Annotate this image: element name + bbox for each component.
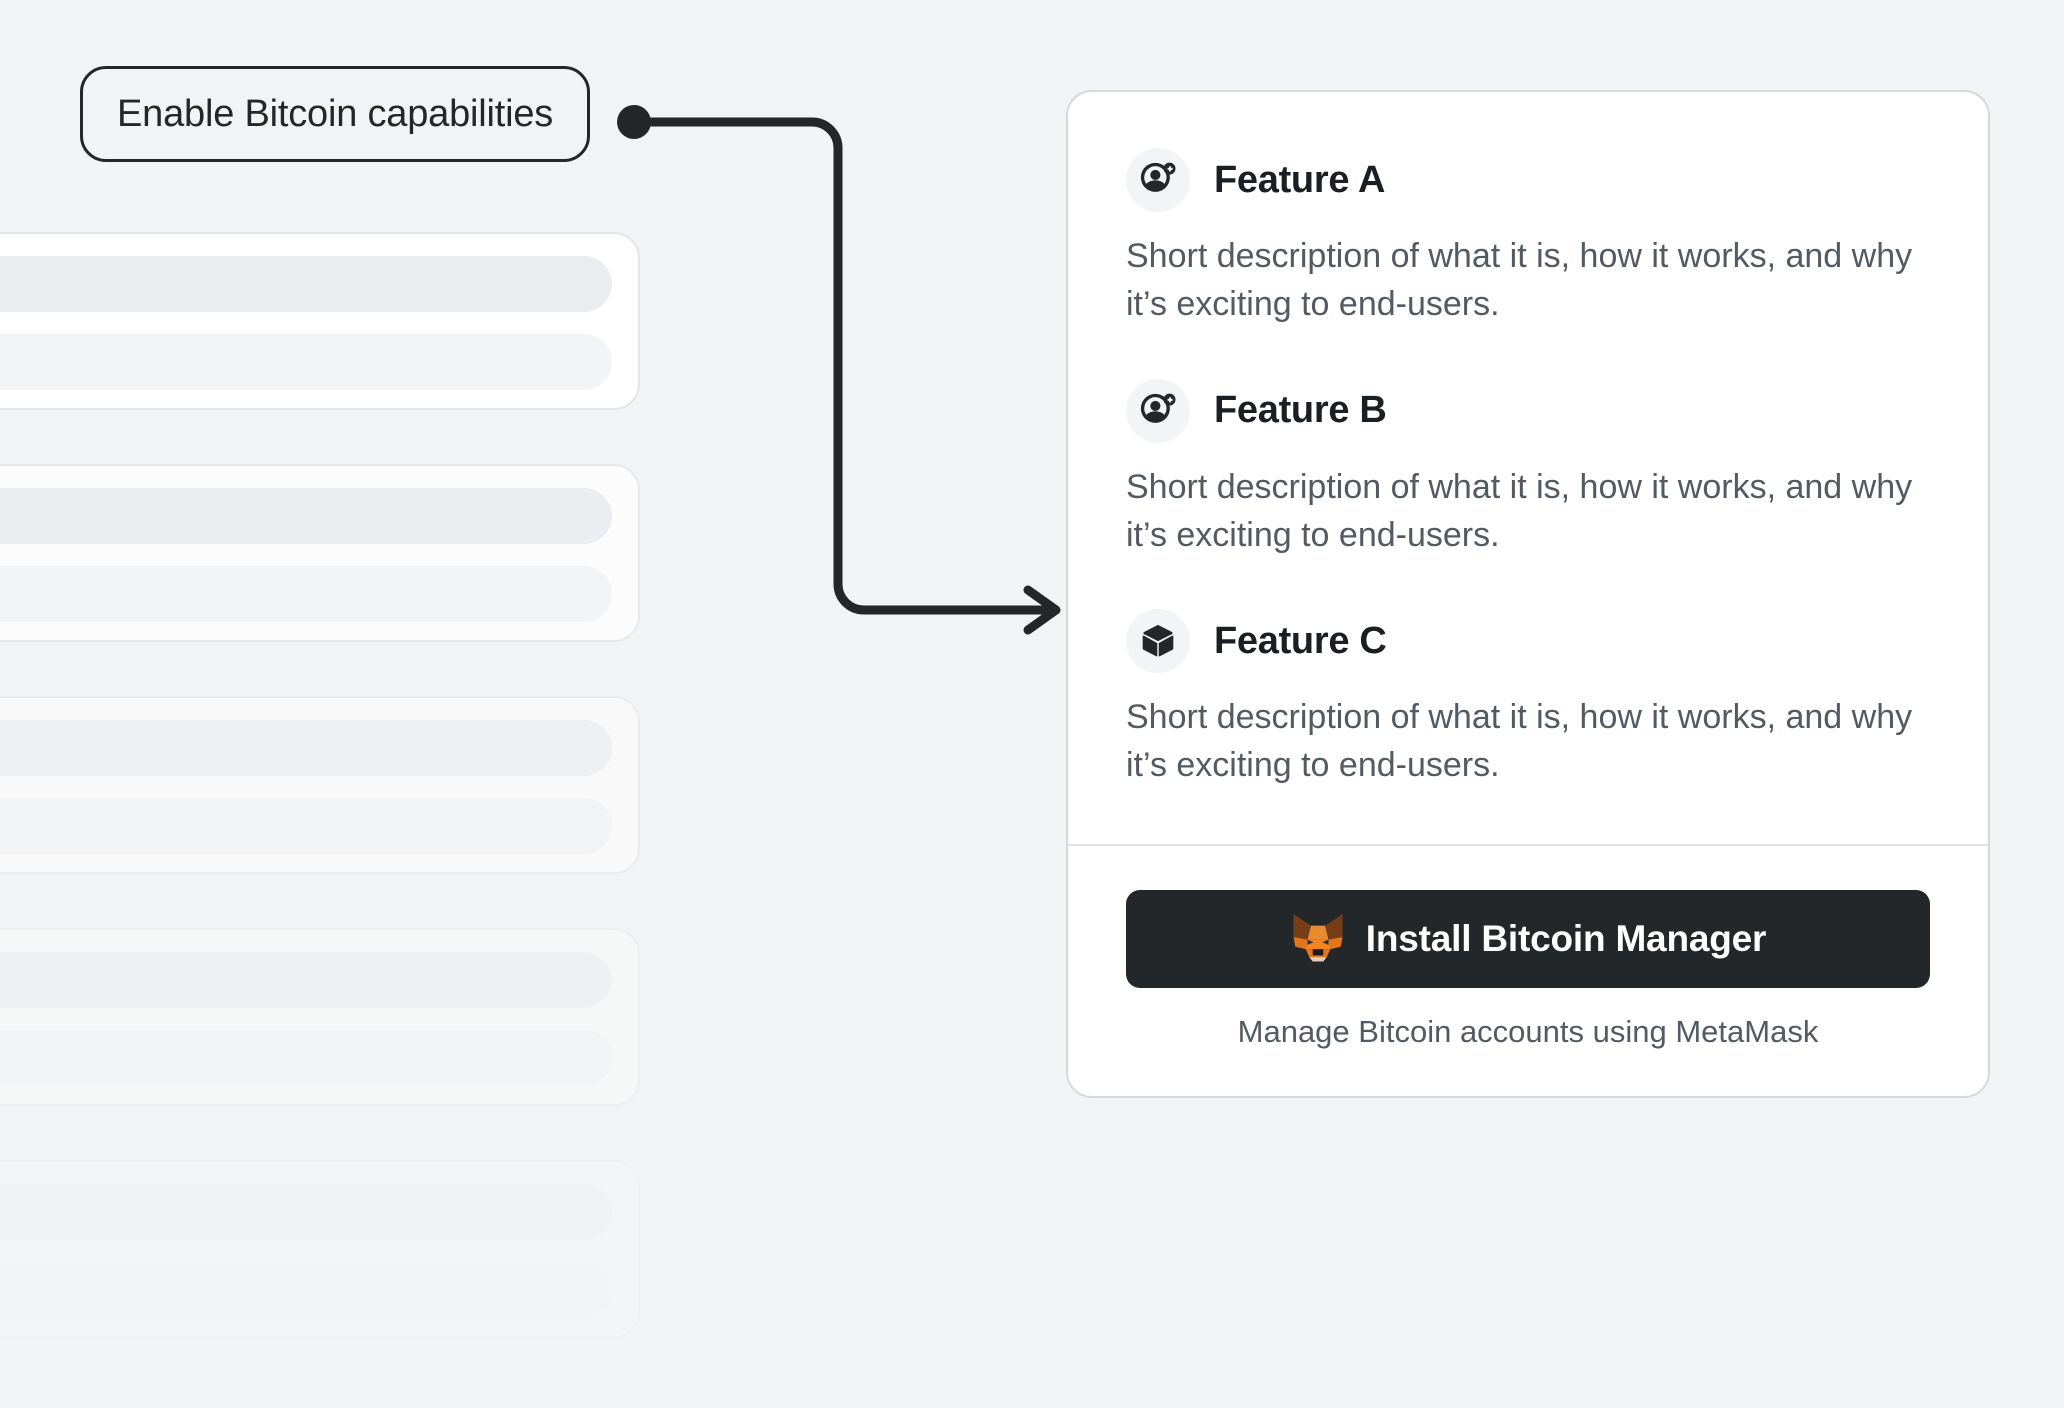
feature-title: Feature C	[1214, 619, 1387, 662]
callout-label: Enable Bitcoin capabilities	[80, 66, 591, 162]
install-bitcoin-manager-button[interactable]: Install Bitcoin Manager	[1126, 889, 1930, 988]
feature-list: Feature A Short description of what it i…	[1068, 92, 1988, 844]
placeholder-list	[0, 232, 640, 1408]
list-item	[0, 232, 640, 410]
arrow-right-icon	[1023, 585, 1061, 635]
feature-description: Short description of what it is, how it …	[1126, 698, 1913, 785]
list-item	[0, 928, 640, 1106]
feature-header: Feature C	[1126, 609, 1930, 674]
feature-title: Feature B	[1214, 389, 1387, 432]
feature-header: Feature B	[1126, 378, 1930, 443]
user-add-icon	[1126, 148, 1190, 212]
cta-section: Install Bitcoin Manager Manage Bitcoin a…	[1068, 846, 1988, 1096]
bitcoin-capabilities-card: Feature A Short description of what it i…	[1066, 90, 1990, 1098]
feature-title: Feature A	[1214, 158, 1386, 201]
callout-label-text: Enable Bitcoin capabilities	[117, 92, 554, 135]
placeholder-bar-secondary	[0, 1030, 612, 1086]
cta-caption: Manage Bitcoin accounts using MetaMask	[1237, 1013, 1819, 1049]
placeholder-bar-secondary	[0, 1262, 612, 1318]
list-item	[0, 464, 640, 642]
list-item	[0, 696, 640, 874]
placeholder-bar-secondary	[0, 798, 612, 854]
list-item	[0, 1160, 640, 1338]
placeholder-bar-secondary	[0, 334, 612, 390]
feature-item-a: Feature A Short description of what it i…	[1126, 148, 1930, 329]
placeholder-bar-primary	[0, 720, 612, 776]
placeholder-bar-primary	[0, 488, 612, 544]
placeholder-bar-secondary	[0, 566, 612, 622]
user-add-icon	[1126, 378, 1190, 443]
metamask-fox-icon	[1290, 910, 1346, 967]
cube-icon	[1126, 609, 1190, 674]
placeholder-bar-primary	[0, 1184, 612, 1240]
feature-description: Short description of what it is, how it …	[1126, 237, 1913, 324]
callout-connector	[617, 105, 1061, 635]
connector-path	[629, 117, 1057, 615]
install-button-label: Install Bitcoin Manager	[1365, 917, 1767, 959]
divider	[1068, 843, 1988, 846]
feature-item-b: Feature B Short description of what it i…	[1126, 378, 1930, 560]
feature-description: Short description of what it is, how it …	[1126, 467, 1913, 554]
feature-item-c: Feature C Short description of what it i…	[1126, 609, 1930, 790]
placeholder-bar-primary	[0, 256, 612, 312]
placeholder-bar-primary	[0, 952, 612, 1008]
feature-header: Feature A	[1126, 148, 1930, 212]
